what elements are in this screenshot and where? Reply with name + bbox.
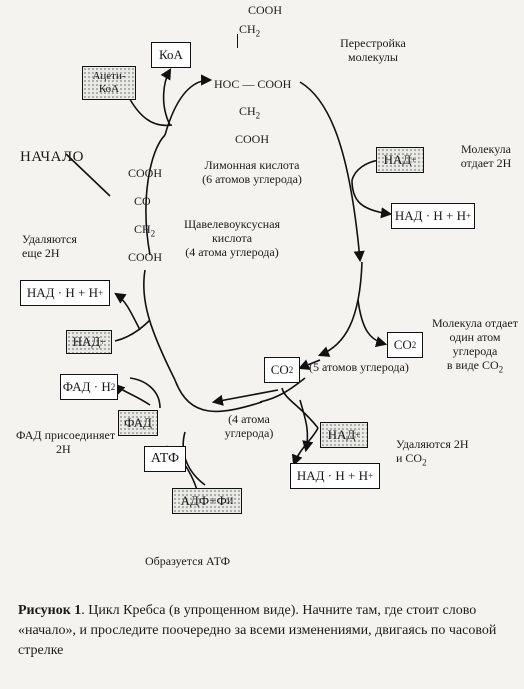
nad-box-2: НАД+ — [320, 422, 368, 448]
cycle-arc-left-up — [145, 134, 166, 256]
fad-branch — [113, 383, 151, 406]
cycle-arc-top-right — [299, 81, 365, 263]
co2-branch-right — [357, 299, 388, 348]
nad-box-1: НАД+ — [376, 147, 424, 173]
citric-ch2-bottom: CH2 — [239, 104, 261, 121]
co2-branch-left — [297, 359, 321, 370]
nad-branch-2 — [281, 387, 319, 429]
cycle-arc-left — [142, 269, 176, 381]
acetyl-koa-box: Ацети-КоА — [82, 66, 136, 100]
oxalo-ch2: CH2 — [134, 222, 156, 239]
nadh-box-left: НАД · Н + Н+ — [20, 280, 110, 306]
citric-hoc: HOC — COOH — [214, 77, 292, 91]
nadh-box-2: НАД · Н + Н+ — [290, 463, 380, 489]
cycle-arc-bottom — [174, 379, 263, 413]
atp-box: АТФ — [144, 446, 186, 472]
oxalo-cooh-top: COOH — [128, 166, 163, 180]
nadh-box-1: НАД · Н + Н+ — [391, 203, 475, 229]
five-carbons-label: (5 атомов углерода) — [309, 360, 409, 374]
figure-caption: Рисунок 1. Цикл Кребса (в упрощенном вид… — [18, 601, 510, 661]
oxalo-cooh-bottom: COOH — [128, 250, 163, 264]
atp-formed-label: Образуется АТФ — [145, 554, 231, 568]
bond-line — [237, 34, 252, 48]
atp-branch — [182, 431, 206, 486]
koa-arrow — [160, 68, 172, 126]
nad-box-left: НАД+ — [66, 330, 112, 354]
four-carbon-arrow — [211, 389, 279, 406]
koa-box: КоА — [151, 42, 191, 68]
start-label: НАЧАЛО — [20, 149, 84, 165]
citric-ch2-top: CH2 — [239, 22, 261, 39]
caption-title: Рисунок 1 — [18, 603, 82, 618]
oxalo-co: CO — [134, 194, 151, 208]
cycle-arc-right — [317, 261, 363, 357]
citric-cooh-bottom: COOH — [235, 132, 270, 146]
nad-branch-1 — [351, 179, 393, 219]
krebs-cycle-arrows — [65, 68, 393, 501]
caption-text: . Цикл Кребса (в упрощенном виде). Начни… — [18, 603, 497, 658]
citric-cooh-top: COOH — [247, 3, 282, 17]
start-arrow — [65, 153, 111, 197]
citric-acid-label: Лимонная кислота(6 атомов углерода) — [202, 158, 302, 186]
nad-branch-left — [114, 292, 141, 331]
fad-box: ФАД — [118, 410, 158, 436]
cycle-arc-top-left — [164, 74, 213, 136]
